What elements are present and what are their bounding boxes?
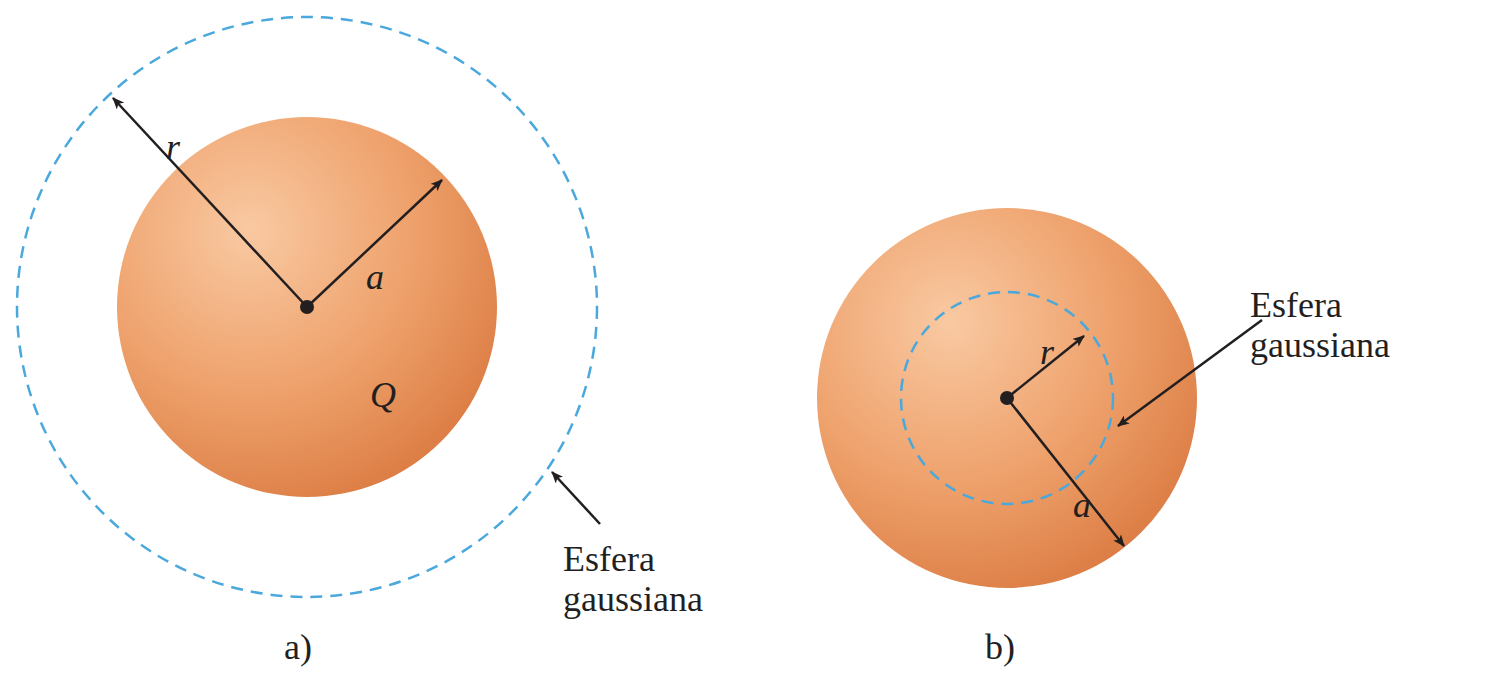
radius-label: a: [1073, 486, 1091, 526]
radius-label: r: [1040, 333, 1054, 373]
center-dot: [300, 300, 314, 314]
radius-label: r: [166, 128, 180, 168]
leader-arrow: [1118, 320, 1262, 426]
leader-arrow: [552, 472, 600, 524]
part-label: a): [284, 628, 312, 668]
callout-label: Esfera gaussiana: [1250, 286, 1480, 365]
part-label: b): [985, 628, 1015, 668]
charge-label: Q: [370, 376, 396, 416]
callout-label: Esfera gaussiana: [563, 540, 793, 619]
radius-arrow: [113, 98, 307, 307]
gaussian-sphere: [17, 17, 597, 597]
charged-sphere: [817, 208, 1197, 588]
center-dot: [1000, 391, 1014, 405]
charged-sphere: [117, 117, 497, 497]
radius-label: a: [366, 258, 384, 298]
radius-arrow: [307, 180, 442, 307]
gaussian-sphere: [901, 292, 1113, 504]
radius-arrow: [1007, 398, 1124, 546]
